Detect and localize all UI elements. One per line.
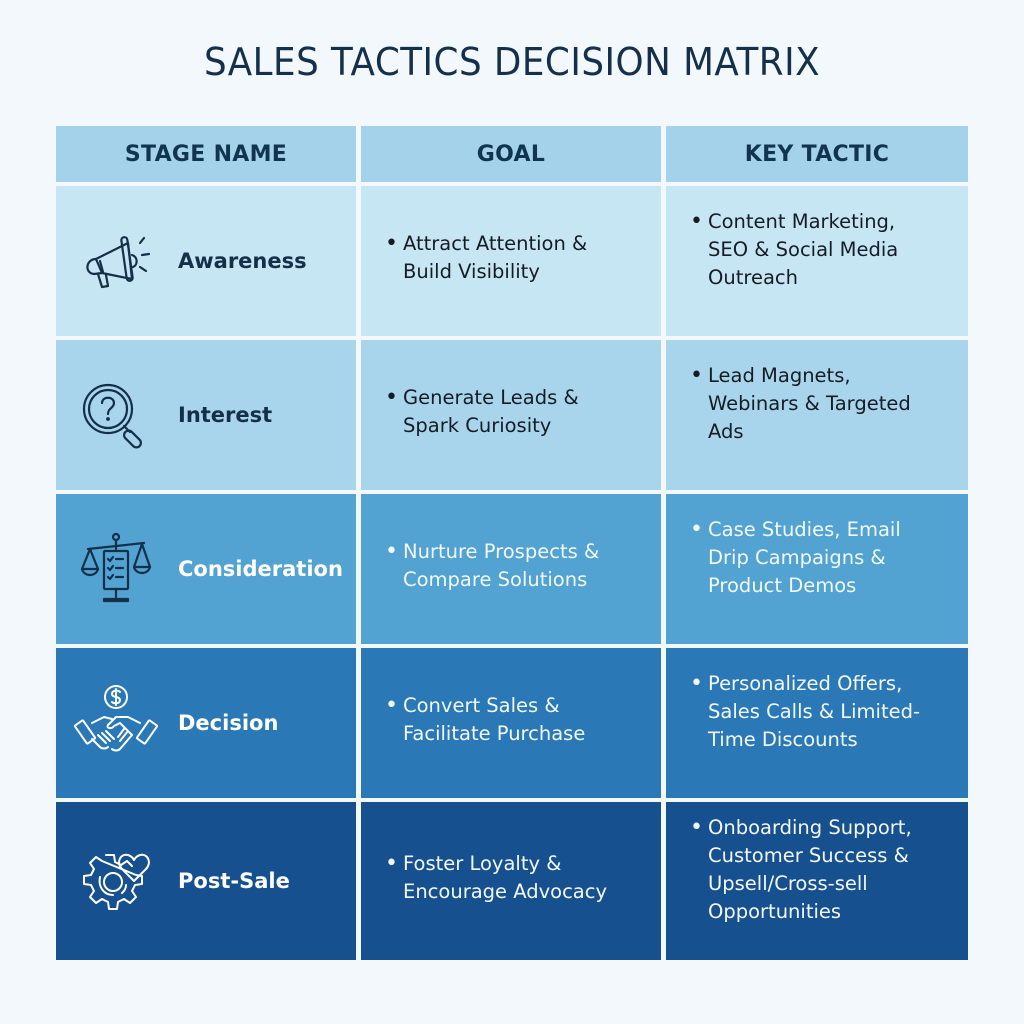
- stage-cell-interest: Interest: [56, 340, 356, 490]
- goal-cell-consideration: •Nurture Prospects & Compare Solutions: [361, 494, 661, 644]
- page-title: SALES TACTICS DECISION MATRIX: [203, 40, 821, 84]
- bullet-icon: •: [690, 209, 703, 234]
- magnifier-question-icon: [76, 375, 156, 455]
- goal-cell-decision: •Convert Sales & Facilitate Purchase: [361, 648, 661, 798]
- stage-name: Interest: [178, 403, 273, 427]
- goal-text: Foster Loyalty & Encourage Advocacy: [403, 852, 608, 903]
- tactic-cell-awareness: •Content Marketing, SEO & Social Media O…: [666, 186, 968, 336]
- goal-text: Nurture Prospects & Compare Solutions: [403, 540, 600, 591]
- handshake-dollar-icon: [73, 683, 159, 763]
- goal-cell-post-sale: •Foster Loyalty & Encourage Advocacy: [361, 802, 661, 960]
- goal-text: Generate Leads & Spark Curiosity: [403, 386, 579, 437]
- bullet-icon: •: [690, 517, 703, 542]
- tactic-text: Case Studies, Email Drip Campaigns & Pro…: [708, 518, 901, 597]
- bullet-icon: •: [385, 231, 398, 256]
- tactic-cell-consideration: •Case Studies, Email Drip Campaigns & Pr…: [666, 494, 968, 644]
- bullet-icon: •: [690, 363, 703, 388]
- bullet-icon: •: [385, 693, 398, 718]
- goal-text: Attract Attention & Build Visibility: [403, 232, 588, 283]
- column-header-key-tactic: KEY TACTIC: [666, 126, 968, 182]
- goal-cell-interest: •Generate Leads & Spark Curiosity: [361, 340, 661, 490]
- bullet-icon: •: [385, 851, 398, 876]
- decision-matrix: STAGE NAME GOAL KEY TACTIC Awareness •At…: [56, 126, 968, 960]
- bullet-icon: •: [385, 539, 398, 564]
- column-header-goal: GOAL: [361, 126, 661, 182]
- tactic-text: Content Marketing, SEO & Social Media Ou…: [708, 210, 899, 289]
- tactic-text: Personalized Offers, Sales Calls & Limit…: [708, 672, 921, 751]
- stage-cell-decision: Decision: [56, 648, 356, 798]
- tactic-cell-post-sale: •Onboarding Support, Customer Success & …: [666, 802, 968, 960]
- column-header-stage-name: STAGE NAME: [56, 126, 356, 182]
- bullet-icon: •: [385, 385, 398, 410]
- megaphone-icon: [76, 221, 156, 301]
- stage-name: Post-Sale: [178, 869, 290, 893]
- stage-cell-awareness: Awareness: [56, 186, 356, 336]
- tactic-text: Onboarding Support, Customer Success & U…: [708, 816, 912, 923]
- stage-cell-post-sale: Post-Sale: [56, 802, 356, 960]
- stage-name: Decision: [178, 711, 279, 735]
- scale-checklist-icon: [76, 529, 156, 609]
- tactic-cell-decision: •Personalized Offers, Sales Calls & Limi…: [666, 648, 968, 798]
- goal-cell-awareness: •Attract Attention & Build Visibility: [361, 186, 661, 336]
- bullet-icon: •: [690, 815, 703, 840]
- bullet-icon: •: [690, 671, 703, 696]
- tactic-cell-interest: •Lead Magnets, Webinars & Targeted Ads: [666, 340, 968, 490]
- stage-name: Awareness: [178, 249, 307, 273]
- stage-name: Consideration: [178, 557, 343, 581]
- tactic-text: Lead Magnets, Webinars & Targeted Ads: [708, 364, 911, 443]
- stage-cell-consideration: Consideration: [56, 494, 356, 644]
- gear-heart-icon: [76, 841, 156, 921]
- goal-text: Convert Sales & Facilitate Purchase: [403, 694, 586, 745]
